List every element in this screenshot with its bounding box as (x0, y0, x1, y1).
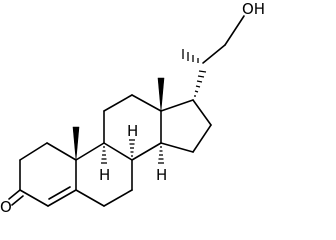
atom-label-h-c8: H (127, 122, 138, 140)
hash-c17-c20 (194, 70, 207, 97)
bond-c14-c8 (131, 142, 162, 161)
wedge-c10-methyl (72, 126, 80, 161)
ring-a (19, 142, 77, 207)
bond-c3-o (8, 189, 21, 200)
bond-c1-c10 (46, 142, 77, 161)
bond-c20-c21 (202, 44, 226, 64)
bond-c15-c14 (160, 142, 194, 153)
bond-c20-methyl-guide (176, 46, 202, 60)
bond-c8-c9 (103, 142, 133, 161)
atom-label-hydroxyl: OH (242, 0, 265, 18)
atom-label-h-c14: H (156, 166, 167, 184)
structure-diagram: O H H (0, 0, 265, 216)
bond-c21-o (224, 15, 245, 46)
bond-c11-c12 (103, 94, 133, 112)
hash-c20-methyl (182, 49, 199, 63)
molecule-svg: O H H (0, 0, 265, 216)
atom-label-h-c9: H (99, 166, 110, 184)
bond-c6-c7 (103, 189, 133, 207)
bond-c2-c1 (19, 142, 48, 161)
bond-c13-c17 (160, 99, 194, 112)
bond-c5-c6 (75, 189, 105, 207)
bond-c3-o-double (11, 195, 24, 206)
ring-b (75, 142, 133, 207)
ketone-group: O (0, 189, 24, 216)
ring-c (103, 94, 162, 161)
bond-c17-c16 (192, 99, 212, 126)
hash-c9-h (101, 146, 107, 164)
bond-c5-c4 (47, 189, 77, 207)
bond-c12-c13 (131, 94, 162, 112)
ring-d (160, 99, 212, 153)
bond-c16-c15 (192, 124, 212, 153)
bond-c4-c3 (19, 189, 49, 207)
wedge-c13-methyl (157, 77, 165, 112)
bond-c5-c4-double (48, 186, 71, 200)
bond-c9-c10 (75, 142, 105, 161)
hash-c8-h (129, 139, 135, 157)
hash-c14-h (158, 146, 164, 164)
atom-label-ketone-oxygen: O (0, 198, 12, 216)
